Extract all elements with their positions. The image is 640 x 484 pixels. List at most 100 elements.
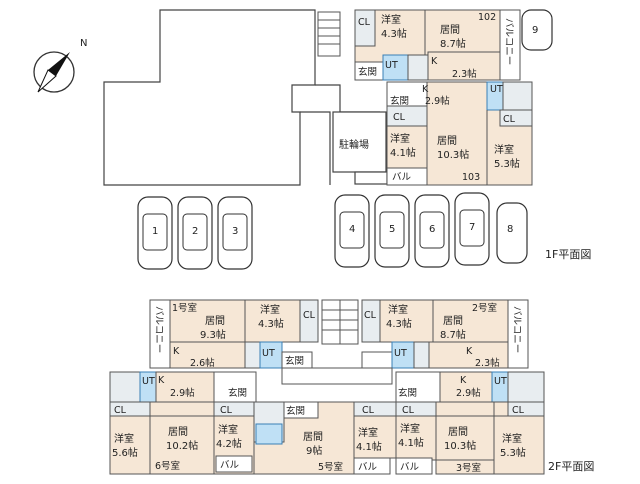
unit-103-living-size: 10.3帖 [437, 148, 469, 161]
svg-text:バルコニー: バルコニー [153, 306, 164, 353]
unit-1-kitchen [169, 341, 246, 369]
south-arrow-icon [37, 69, 57, 93]
unit-102-kitchen [427, 51, 501, 81]
unit-6-closet-2-label: CL [220, 405, 233, 416]
unit-103-balcony-label: バル [392, 172, 412, 183]
unit-1-ut-label: UT [262, 348, 275, 359]
plan-2f: バルコニー 1号室 居間 9.3帖 洋室 4.3帖 CL K 2.6帖 UT 玄… [109, 299, 594, 475]
unit-102-entrance-label: 玄関 [358, 66, 377, 78]
unit-3-number: 3号室 [456, 462, 481, 474]
plan-1f-title: 1F平面図 [545, 248, 591, 261]
parking-number-2: 2 [192, 226, 198, 237]
unit-1-balcony-label: バルコニー [153, 306, 164, 353]
unit-3-western-a-size: 4.1帖 [398, 436, 424, 449]
unit-3-kitchen-size: 2.9帖 [456, 387, 481, 399]
unit-2-kitchen [428, 341, 509, 369]
corridor-wall-lower [300, 111, 331, 185]
unit-6-western-a-size: 5.6帖 [112, 446, 138, 459]
unit-102: CL 洋室 4.3帖 居間 8.7帖 102 バルコニー 玄関 UT K 2.3… [354, 9, 521, 81]
bicycle-parking-label: 駐輪場 [339, 138, 369, 151]
unit-5-living-label: 居間 [303, 431, 323, 443]
unit-3: 玄関 K 2.9帖 UT CL CL 洋室 4.1帖 居間 10.3帖 洋室 5… [395, 371, 545, 475]
unit-103-closet-2-label: CL [503, 114, 516, 125]
unit-3-closet-2-label: CL [512, 405, 525, 416]
unit-2-living-size: 8.7帖 [440, 328, 466, 341]
unit-6-balcony-label: バル [220, 460, 240, 471]
unit-103-western-b-label: 洋室 [494, 143, 514, 156]
corridor-wall [315, 84, 380, 113]
north-arrow-icon [48, 52, 70, 76]
unit-2-kitchen-label: K [466, 346, 473, 357]
unit-103-balcony [386, 167, 428, 186]
unit-6-kitchen-size: 2.9帖 [170, 387, 195, 399]
unit-5-entrance-label: 玄関 [286, 405, 305, 417]
unit-103-ut-label: UT [490, 84, 503, 95]
unit-102-kitchen-label: K [431, 56, 438, 67]
parking-space-9 [521, 9, 553, 51]
unit-1-western-label: 洋室 [260, 303, 280, 316]
unit-1-main [169, 299, 301, 343]
unit-3-closet-label: CL [402, 405, 415, 416]
unit-6-living-size: 10.2帖 [166, 439, 198, 452]
unit-3-western-b-label: 洋室 [502, 432, 522, 445]
unit-3-kitchen [439, 371, 493, 403]
corridor-2f [281, 367, 393, 385]
unit-102-balcony [499, 9, 521, 81]
parking-space-2: 2 [177, 196, 213, 270]
unit-6-entrance-label: 玄関 [228, 387, 247, 399]
unit-103-bath [502, 81, 533, 111]
unit-103-kitchen-label: K [422, 84, 429, 95]
unit-103-western-a-size: 4.1帖 [390, 146, 416, 159]
unit-103-number: 103 [462, 172, 480, 183]
unit-3-entrance-label: 玄関 [398, 387, 417, 399]
unit-102-living-size: 8.7帖 [440, 37, 466, 50]
unit-103-living-label: 居間 [437, 135, 457, 147]
unit-1-kitchen-label: K [173, 346, 180, 357]
unit-3-bath [507, 371, 545, 403]
parking-space-5: 5 [374, 194, 410, 268]
stairs-1f [317, 11, 341, 57]
unit-6-western-b-size: 4.2帖 [216, 437, 242, 450]
unit-2-main [379, 299, 509, 343]
unit-2-living-label: 居間 [443, 315, 463, 327]
compass: N [33, 38, 87, 93]
unit-103-western-b-size: 5.3帖 [494, 157, 520, 170]
unit-5-balcony [353, 457, 391, 475]
unit-102-ut [382, 54, 409, 81]
unit-1-closet-label: CL [303, 310, 316, 321]
unit-102-ut-label: UT [385, 60, 398, 71]
unit-6-number: 6号室 [155, 460, 180, 472]
parking-space-1: 1 [137, 196, 173, 270]
unit-102-balcony-label: バルコニー [503, 18, 514, 65]
unit-103-closet-label: CL [393, 112, 406, 123]
unit-1-entrance-label: 玄関 [285, 355, 304, 367]
parking-space-3: 3 [217, 196, 253, 270]
unit-102-western-room-size: 4.3帖 [381, 27, 407, 40]
unit-1-living-label: 居間 [205, 315, 225, 327]
unit-2-number: 2号室 [472, 302, 497, 314]
unit-2-closet-label: CL [364, 310, 377, 321]
stairs-2f [321, 299, 359, 345]
parking-number-4: 4 [349, 224, 355, 235]
compass-north-label: N [80, 38, 87, 49]
bicycle-parking-step [354, 171, 388, 185]
unit-5-western-size: 4.1帖 [356, 440, 382, 453]
unit-103-entrance-label: 玄関 [390, 95, 409, 107]
unit-102-closet [354, 9, 376, 47]
parking-number-3: 3 [232, 226, 238, 237]
unit-6-western-a-label: 洋室 [114, 432, 134, 445]
unit-3-living-size: 10.3帖 [444, 439, 476, 452]
parking-number-6: 6 [429, 224, 435, 235]
unit-103-kitchen-size: 2.9帖 [425, 95, 450, 107]
unit-6-kitchen-label: K [158, 375, 165, 386]
parking-lot: 1 2 3 4 5 [137, 192, 528, 270]
plan-2f-title: 2F平面図 [548, 460, 594, 473]
unit-2-ut-label: UT [394, 348, 407, 359]
unit-2-balcony-label: バルコニー [511, 306, 522, 353]
parking-space-6: 6 [414, 194, 450, 268]
unit-5-number: 5号室 [318, 461, 343, 473]
unit-2-balcony [507, 299, 529, 369]
unit-2-western-size: 4.3帖 [386, 317, 412, 330]
parking-number-8: 8 [507, 224, 513, 235]
